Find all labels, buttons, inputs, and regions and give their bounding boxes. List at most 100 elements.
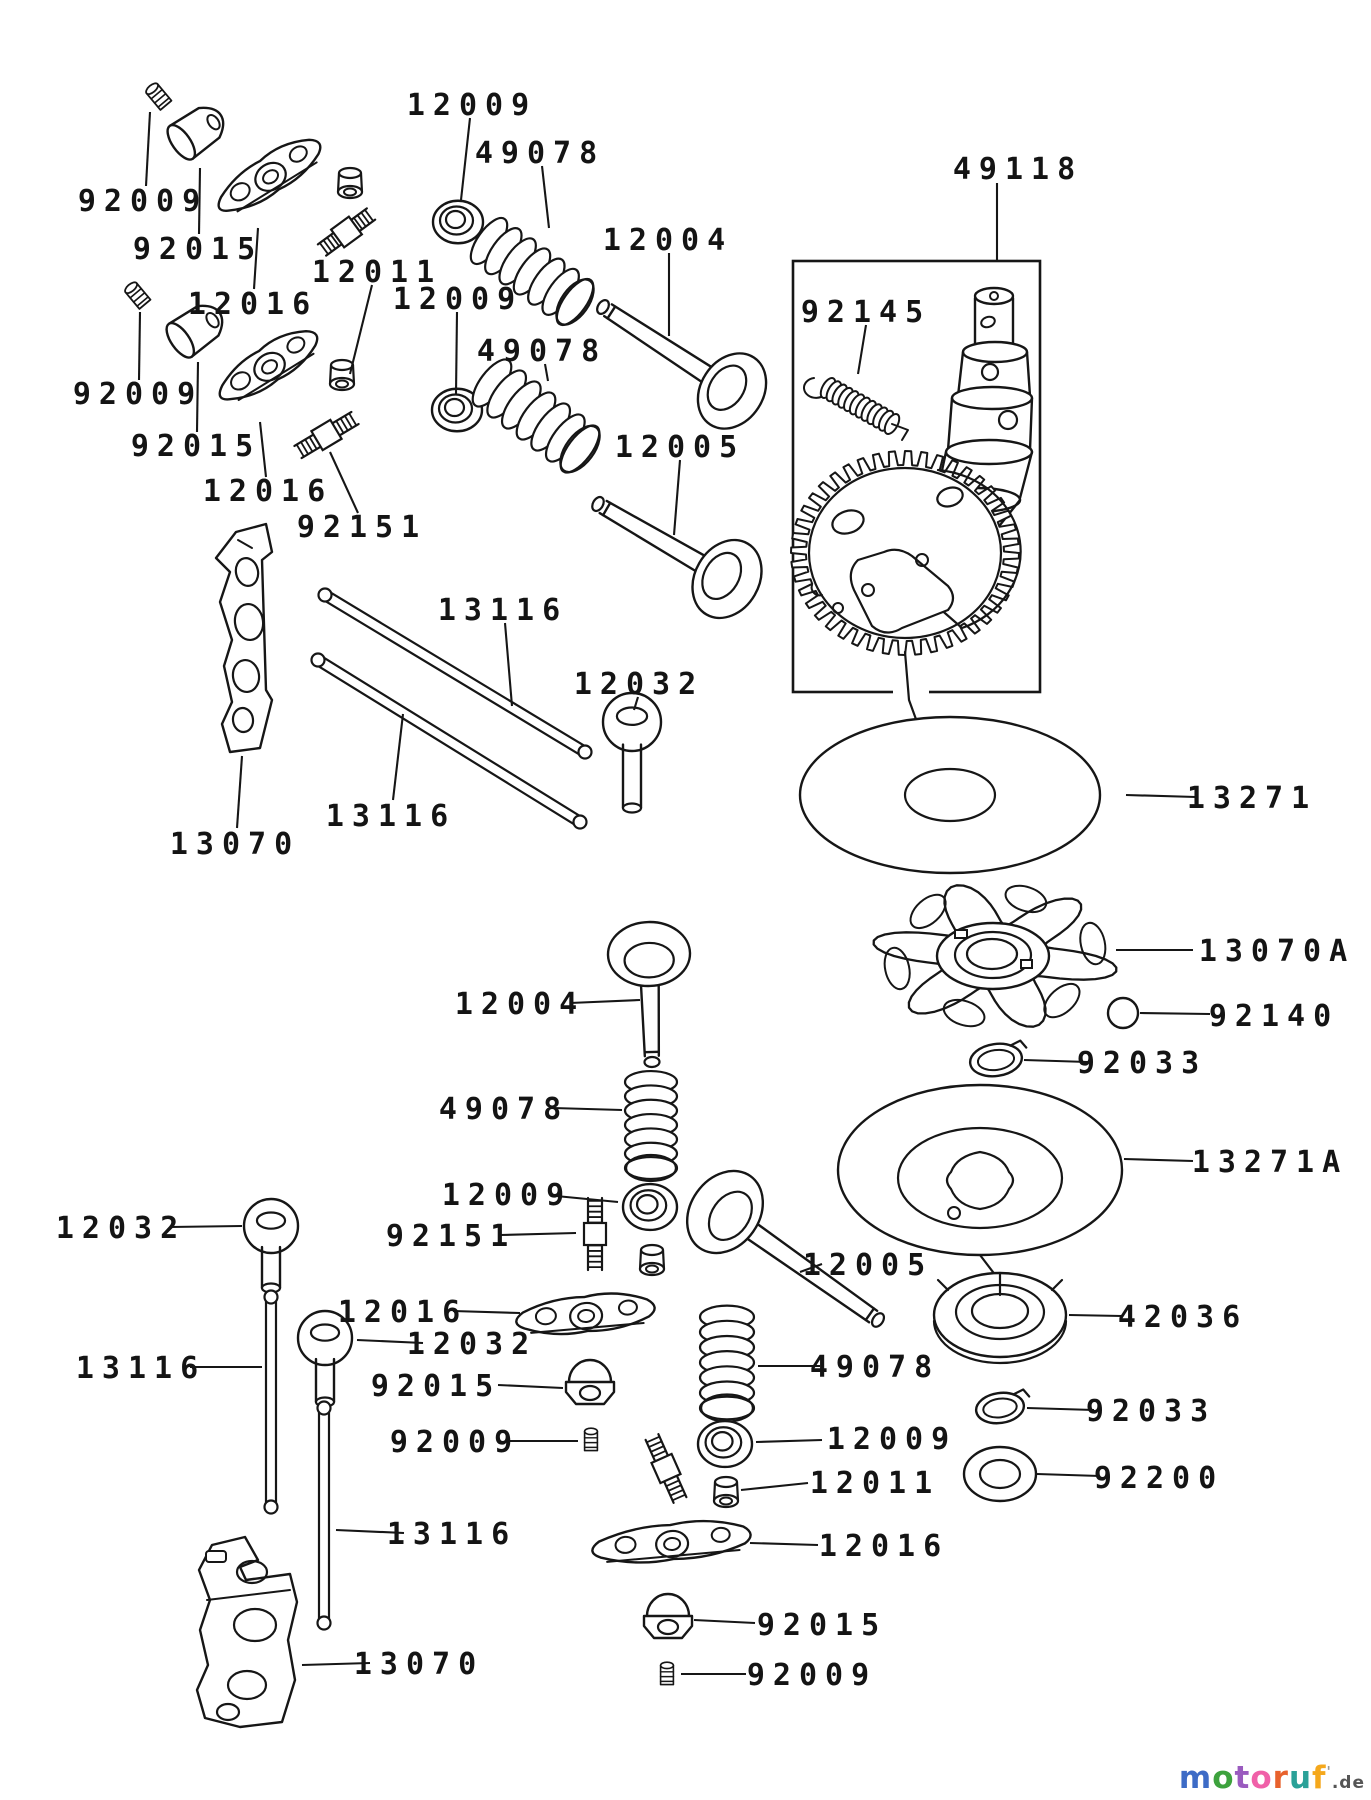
diagram-shape — [318, 242, 330, 256]
diagram-shape — [165, 321, 196, 359]
diagram-shape — [321, 598, 584, 758]
diagram-shape — [659, 1661, 675, 1670]
diagram-shape — [669, 1489, 685, 1497]
diagram-shape — [316, 1400, 332, 1416]
diagram-shape — [891, 423, 909, 441]
diagram-shape — [645, 1264, 659, 1274]
diagram-shape — [645, 1435, 661, 1444]
diagram-shape — [1020, 959, 1033, 969]
diagram-shape — [691, 538, 763, 620]
diagram-shape — [893, 684, 929, 698]
logo-tick: ' — [1326, 1764, 1332, 1781]
diagram-shape — [647, 1440, 663, 1448]
leader-line-92009-2 — [137, 311, 142, 381]
intake-valve-12004 — [596, 299, 768, 430]
governor-plate-13271A — [836, 1083, 1124, 1278]
diagram-shape — [309, 1323, 341, 1342]
spring-retainer-12009 — [431, 199, 485, 245]
diagram-shape — [807, 466, 1003, 640]
diagram-shape — [335, 379, 349, 389]
diagram-shape — [564, 1380, 616, 1406]
leader-line-12011-1 — [348, 284, 374, 375]
push-rod-13116 — [316, 1400, 332, 1631]
logo-letter: o — [1250, 1760, 1273, 1796]
camshaft-assembly-box-49118 — [790, 259, 1042, 790]
leader-line-92015-1 — [197, 167, 202, 235]
part-label-92009-3: 92009 — [390, 1425, 520, 1460]
diagram-shape — [253, 351, 286, 382]
diagram-shape — [206, 114, 221, 131]
diagram-shape — [639, 978, 647, 1058]
diagram-shape — [946, 396, 954, 452]
diagram-shape — [601, 691, 663, 753]
set-screw-92009 — [659, 1661, 675, 1686]
diagram-shape — [980, 362, 1000, 382]
diagram-shape — [621, 1182, 679, 1232]
diagram-shape — [965, 937, 1019, 971]
leader-line-92151-1 — [329, 451, 359, 514]
part-label-92033-2: 92033 — [1086, 1394, 1216, 1429]
diagram-shape — [706, 364, 748, 411]
diagram-shape — [339, 417, 349, 432]
diagram-shape — [217, 138, 322, 212]
rocker-pivot-92015 — [564, 1358, 616, 1406]
diagram-shape — [980, 315, 996, 329]
part-label-12016-3: 12016 — [338, 1295, 468, 1330]
tappet-92015 — [166, 106, 225, 161]
diagram-shape — [348, 412, 358, 427]
diagram-shape — [356, 214, 367, 228]
set-screw-92009 — [124, 281, 152, 310]
diagram-shape — [719, 1496, 733, 1506]
set-screw-92009 — [145, 82, 173, 111]
diagram-shape — [629, 1189, 668, 1222]
part-label-49078-2: 49078 — [477, 334, 607, 369]
diagram-shape — [559, 424, 601, 474]
leader-line-49078-3 — [552, 1106, 623, 1112]
diagram-shape — [961, 340, 1029, 364]
logo-letter: r — [1272, 1760, 1289, 1796]
diagram-shape — [231, 706, 255, 734]
rocker-arm — [515, 1292, 656, 1336]
leader-line-13070-1 — [235, 755, 244, 829]
leader-line-12032-1 — [632, 696, 640, 711]
diagram-shape — [832, 602, 844, 614]
diagram-shape — [696, 1419, 754, 1469]
diagram-shape — [205, 312, 220, 329]
leader-line-92151-2 — [499, 1231, 577, 1237]
part-label-92145: 92145 — [801, 295, 931, 330]
part-label-13116-1: 13116 — [438, 593, 568, 628]
diagram-shape — [168, 106, 225, 160]
diagram-shape — [740, 1233, 871, 1324]
diagram-shape — [606, 305, 617, 320]
part-label-12004-1: 12004 — [603, 223, 733, 258]
push-rod-13116 — [317, 587, 593, 760]
diagram-shape — [310, 652, 326, 668]
diagram-shape — [989, 291, 999, 301]
diagram-shape — [577, 744, 593, 760]
leader-line-13116-4 — [335, 1528, 405, 1535]
valve-spring — [471, 358, 601, 474]
part-label-92033-1: 92033 — [1077, 1046, 1207, 1081]
part-label-12009-1: 12009 — [407, 88, 537, 123]
rocker-arm — [218, 330, 319, 402]
diagram-shape — [263, 1289, 279, 1305]
diagram-shape — [601, 501, 612, 517]
leader-line-92140 — [1139, 1011, 1211, 1016]
logo-letter: u — [1288, 1760, 1313, 1796]
diagram-shape — [928, 468, 1022, 630]
diagram-shape — [145, 82, 159, 96]
part-label-12032-2: 12032 — [407, 1327, 537, 1362]
part-label-92015-1: 92015 — [133, 232, 263, 267]
diagram-shape — [915, 553, 929, 567]
diagram-shape — [352, 216, 364, 231]
diagram-shape — [337, 166, 363, 180]
leader-line-49078-1 — [540, 165, 551, 229]
diagram-shape — [319, 654, 584, 819]
diagram-shape — [643, 1055, 661, 1069]
diagram-shape — [314, 663, 579, 828]
diagram-shape — [896, 1126, 1064, 1230]
part-label-92009-2: 92009 — [73, 377, 203, 412]
diagram-shape — [596, 299, 610, 315]
part-label-13070A: 13070A — [1199, 934, 1355, 969]
